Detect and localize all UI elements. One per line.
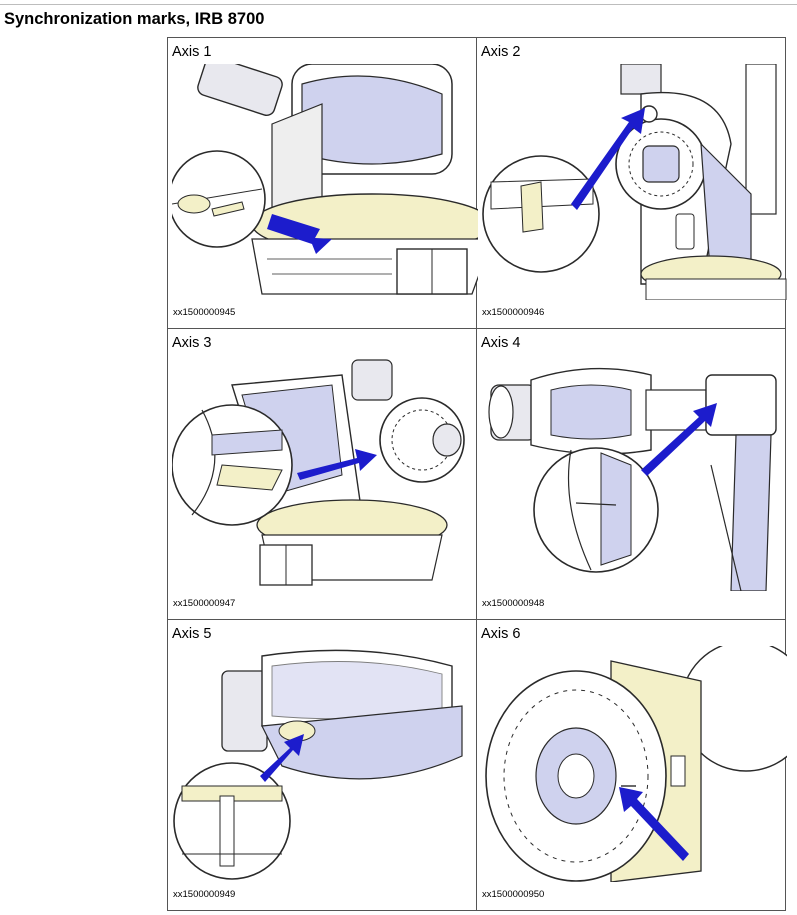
axis-3-drawing <box>172 359 465 586</box>
figure-cell-axis-4: Axis 4 xx1500000948 <box>476 328 787 620</box>
axis-3-figure-id: xx1500000947 <box>173 598 236 609</box>
axis-1-drawing <box>172 64 478 295</box>
table-row: Axis 5 xx1500000949 Axis 6 <box>167 619 787 911</box>
axis-4-drawing <box>488 367 777 591</box>
robot-upper-arm-axis-3-illustration <box>172 355 478 591</box>
axis-6-title: Axis 6 <box>481 626 521 642</box>
axis-2-drawing <box>482 64 787 300</box>
table-row: Axis 1 <box>167 37 787 329</box>
robot-flange-axis-6-illustration <box>481 646 787 882</box>
axis-5-figure-id: xx1500000949 <box>173 889 236 900</box>
axis-1-title: Axis 1 <box>172 44 212 60</box>
table-row: Axis 3 <box>167 328 787 620</box>
figure-cell-axis-5: Axis 5 xx1500000949 <box>167 619 478 911</box>
axis-5-title: Axis 5 <box>172 626 212 642</box>
robot-base-axis-1-illustration <box>172 64 478 300</box>
axis-5-drawing <box>173 649 463 880</box>
axis-6-figure-id: xx1500000950 <box>482 889 545 900</box>
axis-2-title: Axis 2 <box>481 44 521 60</box>
figure-cell-axis-6: Axis 6 xx1500000950 <box>476 619 787 911</box>
top-rule <box>0 4 797 5</box>
page-title: Synchronization marks, IRB 8700 <box>4 10 265 28</box>
figure-cell-axis-1: Axis 1 <box>167 37 478 329</box>
robot-wrist-axis-5-illustration <box>172 646 478 882</box>
axis-4-title: Axis 4 <box>481 335 521 351</box>
synchronization-marks-table: Axis 1 <box>167 37 787 911</box>
axis-3-title: Axis 3 <box>172 335 212 351</box>
robot-lower-arm-axis-2-illustration <box>481 64 787 300</box>
figure-cell-axis-2: Axis 2 <box>476 37 787 329</box>
axis-6-drawing <box>485 646 787 882</box>
figure-cell-axis-3: Axis 3 <box>167 328 478 620</box>
axis-1-figure-id: xx1500000945 <box>173 307 236 318</box>
axis-2-figure-id: xx1500000946 <box>482 307 545 318</box>
axis-4-figure-id: xx1500000948 <box>482 598 545 609</box>
robot-arm-housing-axis-4-illustration <box>481 355 787 591</box>
